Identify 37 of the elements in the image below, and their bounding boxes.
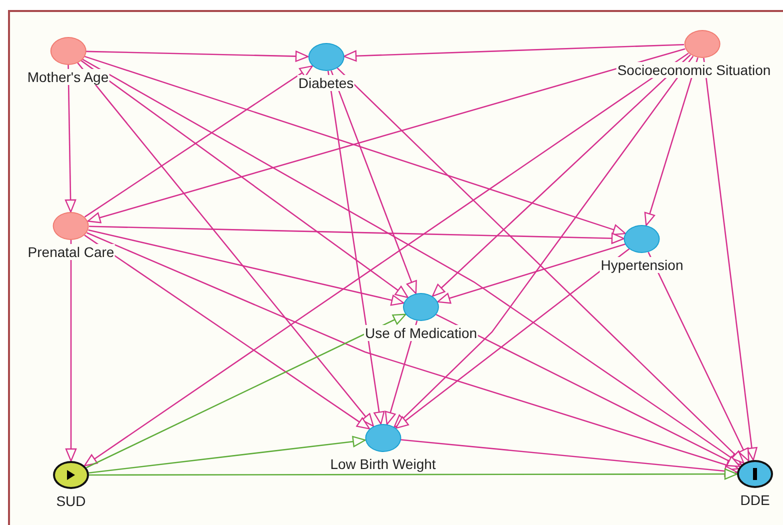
node-label: Hypertension (600, 257, 684, 273)
arrow (394, 56, 694, 428)
arrow (88, 229, 404, 306)
arrow (84, 65, 313, 218)
arrow (330, 70, 417, 294)
node-label: Use of Medication (364, 325, 478, 341)
arrow (86, 232, 739, 471)
node-label: SUD (55, 493, 87, 509)
arrow (703, 58, 758, 461)
arrow (86, 50, 309, 62)
arrow (88, 436, 366, 474)
arrow (336, 67, 744, 464)
node-label: DDE (739, 492, 771, 508)
arrow (64, 64, 76, 213)
arrow (65, 240, 77, 462)
arrow (644, 57, 698, 226)
arrow (77, 62, 374, 427)
node-label: Low Birth Weight (329, 456, 437, 472)
arrow (84, 56, 626, 236)
arrow (648, 252, 750, 462)
arrow (88, 226, 625, 244)
arrow (86, 314, 406, 468)
arrow (84, 234, 370, 430)
node-label: Mother's Age (26, 69, 110, 85)
arrow (87, 48, 686, 224)
arrow (432, 54, 691, 297)
arrow (395, 248, 630, 429)
node-label: Diabetes (297, 75, 355, 91)
arrow (400, 439, 738, 477)
arrow (343, 44, 684, 62)
arrow (436, 314, 740, 468)
node-label: Prenatal Care (26, 244, 116, 260)
node-label: Socioeconomic Situation (616, 62, 772, 78)
arrow (327, 70, 385, 425)
arrow (80, 60, 408, 298)
arrow (89, 468, 738, 480)
arrow (437, 244, 626, 304)
